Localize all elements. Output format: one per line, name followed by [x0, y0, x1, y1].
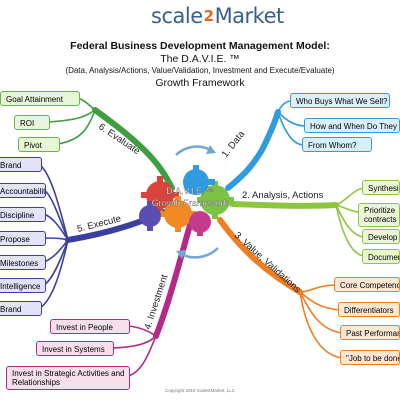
branch-analysis-link-1 — [335, 187, 365, 206]
branch-execute-link-4 — [43, 237, 69, 241]
rotate-arrow-top-head-icon — [206, 145, 216, 154]
branch-value-link-2 — [299, 291, 341, 311]
data-item-how-when: How and When Do They Buy? — [304, 118, 400, 133]
branch-data-link-2 — [277, 111, 307, 127]
branch-execute-link-5 — [43, 239, 69, 263]
branch-evaluate-path — [92, 107, 175, 191]
execute-item-brand-top: Brand — [0, 157, 42, 172]
center-label-line2: Growth Framework — [152, 198, 229, 208]
logo-text-market: Market — [214, 4, 285, 28]
branch-execute-link-1 — [39, 164, 69, 241]
investment-item-systems: Invest in Systems — [36, 341, 114, 356]
evaluate-item-goal-attainment: Goal Attainment — [0, 91, 80, 106]
execute-item-accountability: Accountability — [0, 183, 46, 198]
execute-item-discipline: Discipline — [0, 207, 46, 222]
branch-execute-link-7 — [39, 239, 69, 309]
gear-pink-icon — [189, 211, 211, 236]
investment-item-people: Invest in People — [50, 319, 130, 334]
value-item-differentiators: Differentiators — [338, 302, 400, 317]
branch-label-analysis: 2. Analysis, Actions — [242, 190, 324, 201]
scale2market-logo: scale2Market — [151, 4, 284, 28]
value-item-job-to-be-done: "Job to be done" — [340, 350, 400, 365]
branch-execute-link-6 — [43, 239, 69, 286]
branch-investment-path — [153, 222, 193, 339]
investment-item-strategic: Invest in Strategic Activities and Relat… — [6, 366, 130, 390]
rotate-arrow-bottom-icon — [181, 247, 219, 259]
branch-value-link-4 — [299, 291, 343, 359]
analysis-item-synthesize: Synthesize — [362, 180, 400, 195]
gear-cluster-icon — [139, 165, 234, 236]
branch-execute-link-3 — [43, 213, 69, 241]
gear-blue-icon — [183, 165, 215, 195]
data-item-who-buys: Who Buys What We Sell? — [290, 93, 390, 108]
branch-evaluate-link-2 — [47, 109, 96, 123]
rotate-arrow-top-icon — [175, 145, 211, 156]
branch-analysis-path — [229, 201, 339, 209]
branch-evaluate-link-3 — [57, 109, 96, 145]
branch-analysis-link-3 — [335, 204, 365, 238]
branch-data-link-3 — [277, 111, 305, 146]
execute-item-intelligence: Intelligence — [0, 278, 46, 293]
branch-label-value: 3. Value, Validations — [232, 230, 303, 295]
title-line-3: (Data, Analysis/Actions, Value/Validatio… — [65, 66, 335, 75]
branch-value-link-1 — [299, 284, 337, 293]
execute-item-brand-bottom: Brand — [0, 301, 42, 316]
title-line-1: Federal Business Development Management … — [70, 40, 330, 52]
gear-orange-icon — [160, 196, 196, 232]
execute-item-milestones: Milestones — [0, 255, 46, 270]
value-item-core-competencies: Core Competencies — [334, 277, 400, 292]
branch-evaluate-link-1 — [77, 97, 96, 111]
execute-item-propose: Propose — [0, 231, 46, 246]
analysis-item-develop: Develop — [362, 229, 400, 244]
branch-value-path — [217, 217, 303, 295]
rotate-arrow-bottom-head-icon — [176, 250, 186, 259]
branch-label-data: 1. Data — [220, 128, 248, 159]
center-label-line1: D.A.V.I.E.™ — [166, 186, 214, 196]
branch-investment-link-1 — [127, 325, 157, 337]
title-line-4: Growth Framework — [155, 77, 245, 89]
branch-investment-link-3 — [127, 335, 157, 377]
data-item-from-whom: From Whom? — [302, 137, 372, 152]
value-item-past-performance: Past Performance — [340, 325, 400, 340]
branch-execute-link-2 — [43, 189, 69, 241]
analysis-item-document: Document — [362, 249, 400, 264]
branch-data-path — [225, 109, 281, 191]
gear-purple-icon — [139, 201, 161, 231]
logo-text-2: 2 — [203, 7, 214, 25]
branch-analysis-link-4 — [335, 204, 365, 257]
branch-value-link-3 — [299, 291, 343, 334]
evaluate-item-roi: ROI — [14, 115, 50, 130]
analysis-item-prioritize: Prioritize contracts — [358, 203, 400, 227]
evaluate-item-pivot: Pivot — [18, 137, 60, 152]
logo-text-scale: scale — [151, 4, 203, 28]
copyright-footer: Copyright 2019 Scale2Market, LLC — [164, 388, 236, 393]
title-line-2: The D.A.V.I.E. ™ — [160, 53, 240, 65]
branch-investment-link-2 — [111, 335, 157, 349]
